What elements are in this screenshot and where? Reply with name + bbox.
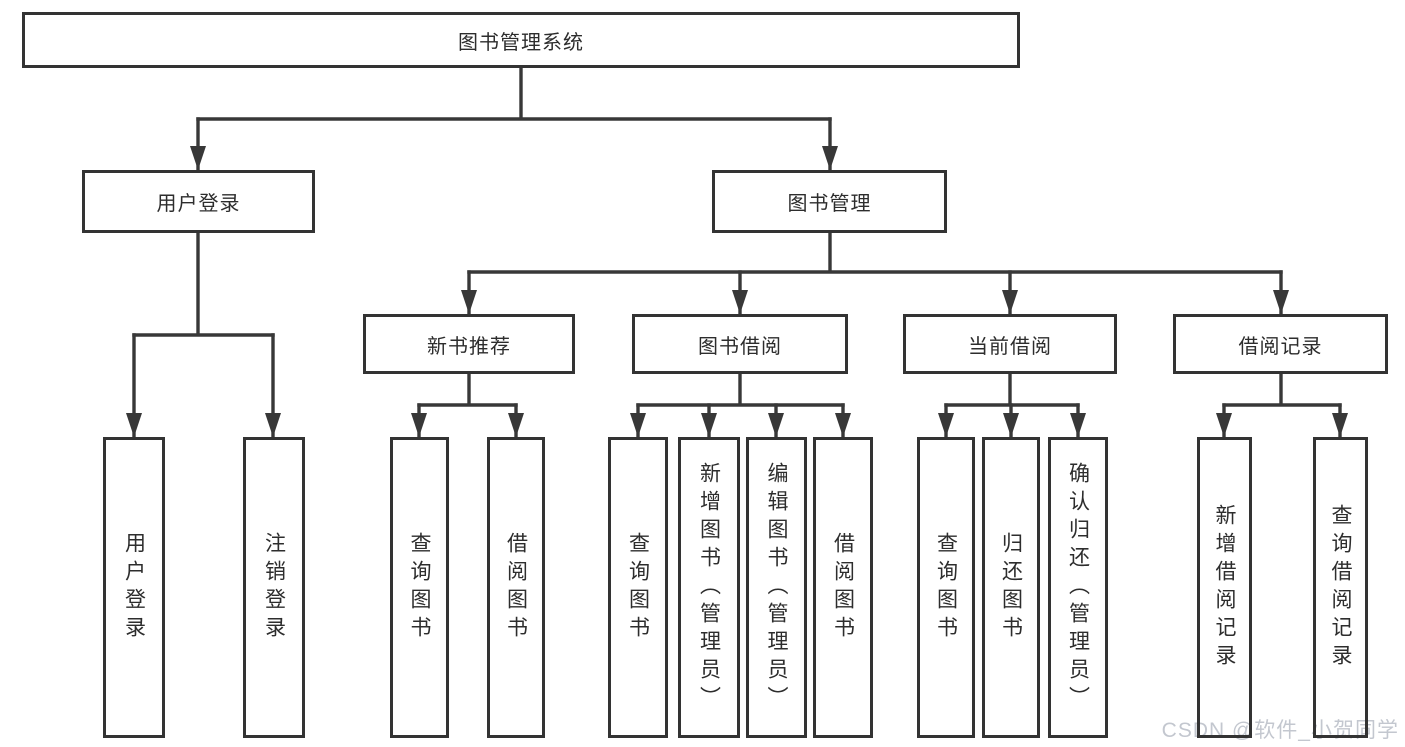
leaf-add-books-admin: 新增图书（管理员） bbox=[678, 437, 740, 738]
leaf-query-books-3: 查询图书 bbox=[917, 437, 975, 738]
leaf-return-books: 归还图书 bbox=[982, 437, 1040, 738]
leaf-label: 查询图书 bbox=[408, 531, 431, 644]
leaf-label: 新增借阅记录 bbox=[1213, 503, 1236, 672]
leaf-label: 注销登录 bbox=[262, 531, 286, 644]
leaf-borrow-books-2: 借阅图书 bbox=[813, 437, 873, 738]
leaf-label: 新增图书（管理员） bbox=[697, 461, 721, 714]
leaf-label: 用户登录 bbox=[122, 531, 146, 644]
node-book-management: 图书管理 bbox=[712, 170, 947, 233]
leaf-query-books-1: 查询图书 bbox=[390, 437, 449, 738]
leaf-label: 编辑图书（管理员） bbox=[765, 461, 788, 714]
leaf-borrow-books-1: 借阅图书 bbox=[487, 437, 545, 738]
leaf-query-borrow-record: 查询借阅记录 bbox=[1313, 437, 1368, 738]
leaf-query-books-2: 查询图书 bbox=[608, 437, 668, 738]
connector-new-book-recommend-children bbox=[411, 372, 524, 439]
leaf-logout-login: 注销登录 bbox=[243, 437, 305, 738]
leaf-label: 借阅图书 bbox=[504, 531, 528, 644]
node-label: 图书管理 bbox=[787, 193, 872, 215]
leaf-label: 确认归还（管理员） bbox=[1066, 461, 1090, 714]
connector-current-borrowing-children bbox=[938, 372, 1086, 439]
node-user-login: 用户登录 bbox=[82, 170, 315, 233]
leaf-user-login: 用户登录 bbox=[103, 437, 165, 738]
node-library-system: 图书管理系统 bbox=[22, 12, 1020, 68]
node-book-borrowing: 图书借阅 bbox=[632, 314, 848, 374]
connector-borrowing-records-children bbox=[1216, 372, 1348, 439]
leaf-label: 借阅图书 bbox=[831, 531, 855, 644]
node-label: 当前借阅 bbox=[968, 335, 1052, 358]
watermark: CSDN @软件_小贺同学 bbox=[1161, 719, 1399, 742]
node-label: 图书借阅 bbox=[698, 335, 782, 358]
node-new-book-recommend: 新书推荐 bbox=[363, 314, 575, 374]
connector-root-to-level2 bbox=[190, 66, 838, 172]
node-label: 新书推荐 bbox=[427, 335, 511, 358]
node-label: 用户登录 bbox=[156, 193, 241, 215]
connector-user-login-children bbox=[126, 231, 281, 439]
node-borrowing-records: 借阅记录 bbox=[1173, 314, 1388, 374]
leaf-confirm-return-admin: 确认归还（管理员） bbox=[1048, 437, 1108, 738]
node-label: 图书管理系统 bbox=[458, 31, 584, 54]
leaf-add-borrow-record: 新增借阅记录 bbox=[1197, 437, 1252, 738]
node-label: 借阅记录 bbox=[1238, 335, 1323, 358]
leaf-edit-books-admin: 编辑图书（管理员） bbox=[746, 437, 807, 738]
leaf-label: 查询借阅记录 bbox=[1329, 503, 1352, 672]
connector-book-management-children bbox=[461, 231, 1289, 316]
node-current-borrowing: 当前借阅 bbox=[903, 314, 1117, 374]
leaf-label: 查询图书 bbox=[934, 531, 958, 644]
leaf-label: 查询图书 bbox=[626, 531, 650, 644]
connector-book-borrowing-children bbox=[630, 372, 851, 439]
leaf-label: 归还图书 bbox=[999, 531, 1023, 644]
